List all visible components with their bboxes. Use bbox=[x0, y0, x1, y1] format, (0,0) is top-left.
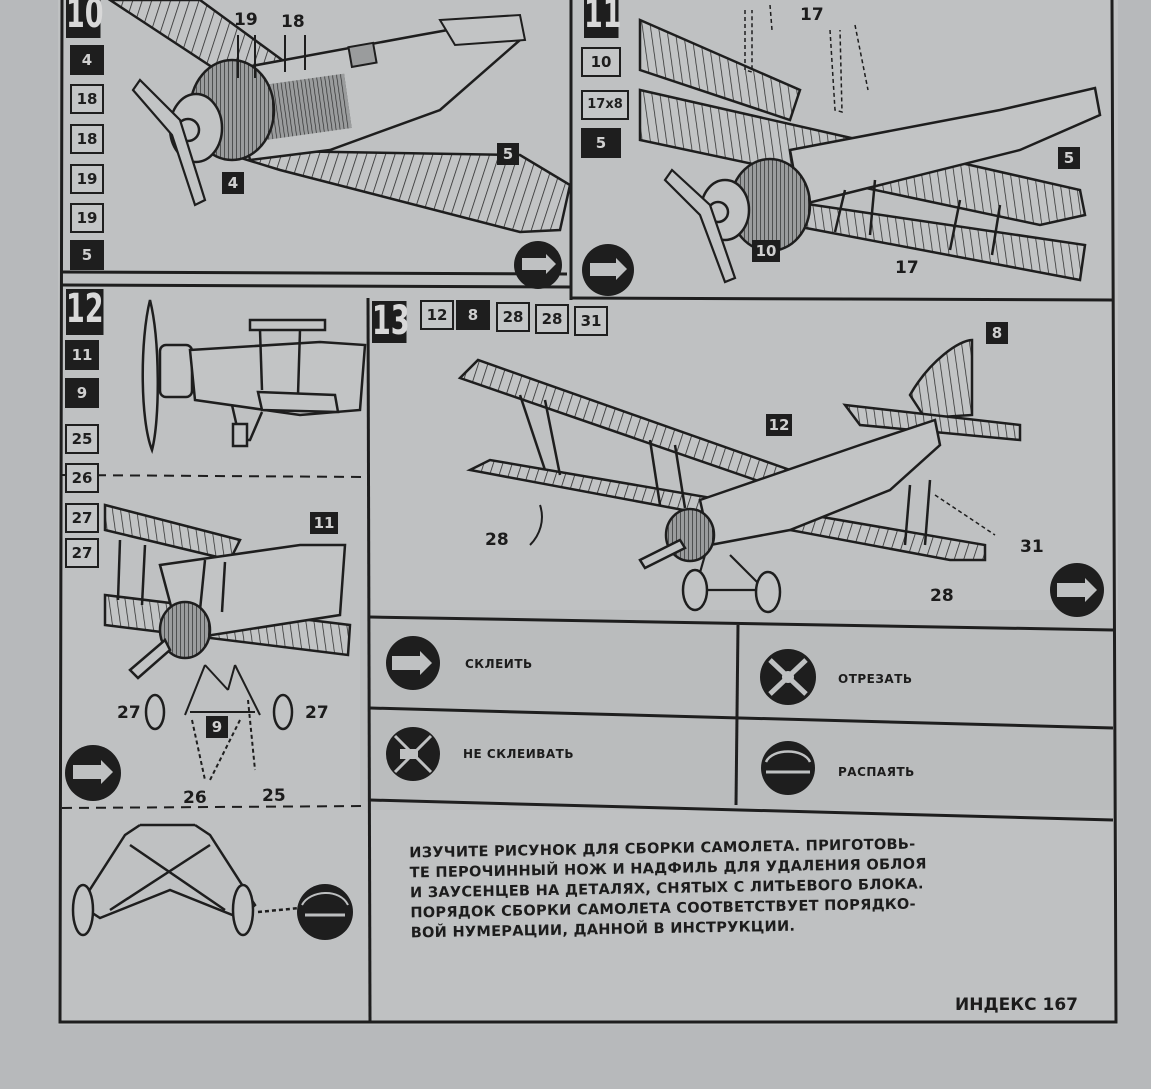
glue-icon bbox=[386, 636, 440, 690]
callout-label: 17 bbox=[800, 5, 824, 25]
assembly-instructions: ИЗУЧИТЕ РИСУНОК ДЛЯ СБОРКИ САМОЛЕТА. ПРИ… bbox=[409, 833, 1031, 944]
index-label: ИНДЕКС 167 bbox=[955, 995, 1078, 1015]
part-tag: 4 bbox=[222, 172, 244, 194]
part-box: 25 bbox=[65, 424, 99, 454]
step12-drawing-upper bbox=[141, 299, 367, 454]
glue-icon-step12 bbox=[65, 745, 121, 801]
callout-label: 27 bbox=[305, 703, 329, 723]
part-tag: 12 bbox=[766, 414, 792, 436]
legend-solder-label: РАСПАЯТЬ bbox=[838, 765, 915, 779]
part-box: 31 bbox=[574, 306, 608, 336]
part-tag: 8 bbox=[986, 322, 1008, 344]
callout-label: 19 bbox=[234, 10, 258, 30]
frame bbox=[58, 0, 1118, 1024]
no-glue-icon bbox=[386, 727, 440, 781]
step12-drawing-lower bbox=[103, 503, 352, 781]
part-tag: 9 bbox=[206, 716, 228, 738]
glue-icon-step11 bbox=[582, 244, 634, 296]
part-box: 27 bbox=[65, 538, 99, 568]
part-box: 27 bbox=[65, 503, 99, 533]
part-tag: 10 bbox=[752, 240, 780, 262]
callout-label: 27 bbox=[117, 703, 141, 723]
landing-gear-drawing bbox=[71, 823, 301, 937]
solder-icon bbox=[761, 741, 815, 795]
callout-label: 18 bbox=[281, 12, 305, 32]
part-box: 19 bbox=[70, 164, 104, 194]
glue-icon-step13 bbox=[1050, 563, 1104, 617]
cut-icon bbox=[760, 649, 816, 705]
callout-label: 31 bbox=[1020, 537, 1044, 557]
part-box: 11 bbox=[65, 340, 99, 370]
part-box: 19 bbox=[70, 203, 104, 233]
part-box: 18 bbox=[70, 124, 104, 154]
legend-cut-label: ОТРЕЗАТЬ bbox=[838, 672, 913, 686]
part-box: 5 bbox=[70, 240, 104, 270]
legend-glue-label: СКЛЕИТЬ bbox=[465, 657, 533, 671]
part-tag: 11 bbox=[310, 512, 338, 534]
step11-drawing bbox=[638, 4, 1102, 284]
glue-icon-step10 bbox=[514, 241, 562, 289]
part-box: 12 bbox=[420, 300, 454, 330]
part-tag: 5 bbox=[1058, 147, 1080, 169]
part-box: 28 bbox=[535, 304, 569, 334]
part-box: 5 bbox=[581, 128, 621, 158]
callout-label: 25 bbox=[262, 786, 286, 806]
callout-label: 26 bbox=[183, 788, 207, 808]
part-box: 26 bbox=[65, 463, 99, 493]
part-box: 4 bbox=[70, 45, 104, 75]
step-13-number: 13 bbox=[372, 298, 410, 344]
callout-label: 28 bbox=[930, 586, 954, 606]
step13-drawing bbox=[457, 338, 1022, 614]
callout-label: 17 bbox=[895, 258, 919, 278]
part-box: 9 bbox=[65, 378, 99, 408]
step10-drawing bbox=[107, 0, 572, 234]
step-11-number: 11 bbox=[584, 0, 622, 38]
step-10-number: 10 bbox=[66, 0, 104, 38]
part-box: 8 bbox=[456, 300, 490, 330]
step-12-number: 12 bbox=[66, 289, 104, 335]
solder-icon-small bbox=[297, 884, 353, 940]
part-box: 28 bbox=[496, 302, 530, 332]
part-box: 17x8 bbox=[581, 90, 629, 120]
part-box: 18 bbox=[70, 84, 104, 114]
part-box: 10 bbox=[581, 47, 621, 77]
legend-no-glue-label: НЕ СКЛЕИВАТЬ bbox=[463, 747, 575, 761]
part-tag: 5 bbox=[497, 143, 519, 165]
callout-label: 28 bbox=[485, 530, 509, 550]
